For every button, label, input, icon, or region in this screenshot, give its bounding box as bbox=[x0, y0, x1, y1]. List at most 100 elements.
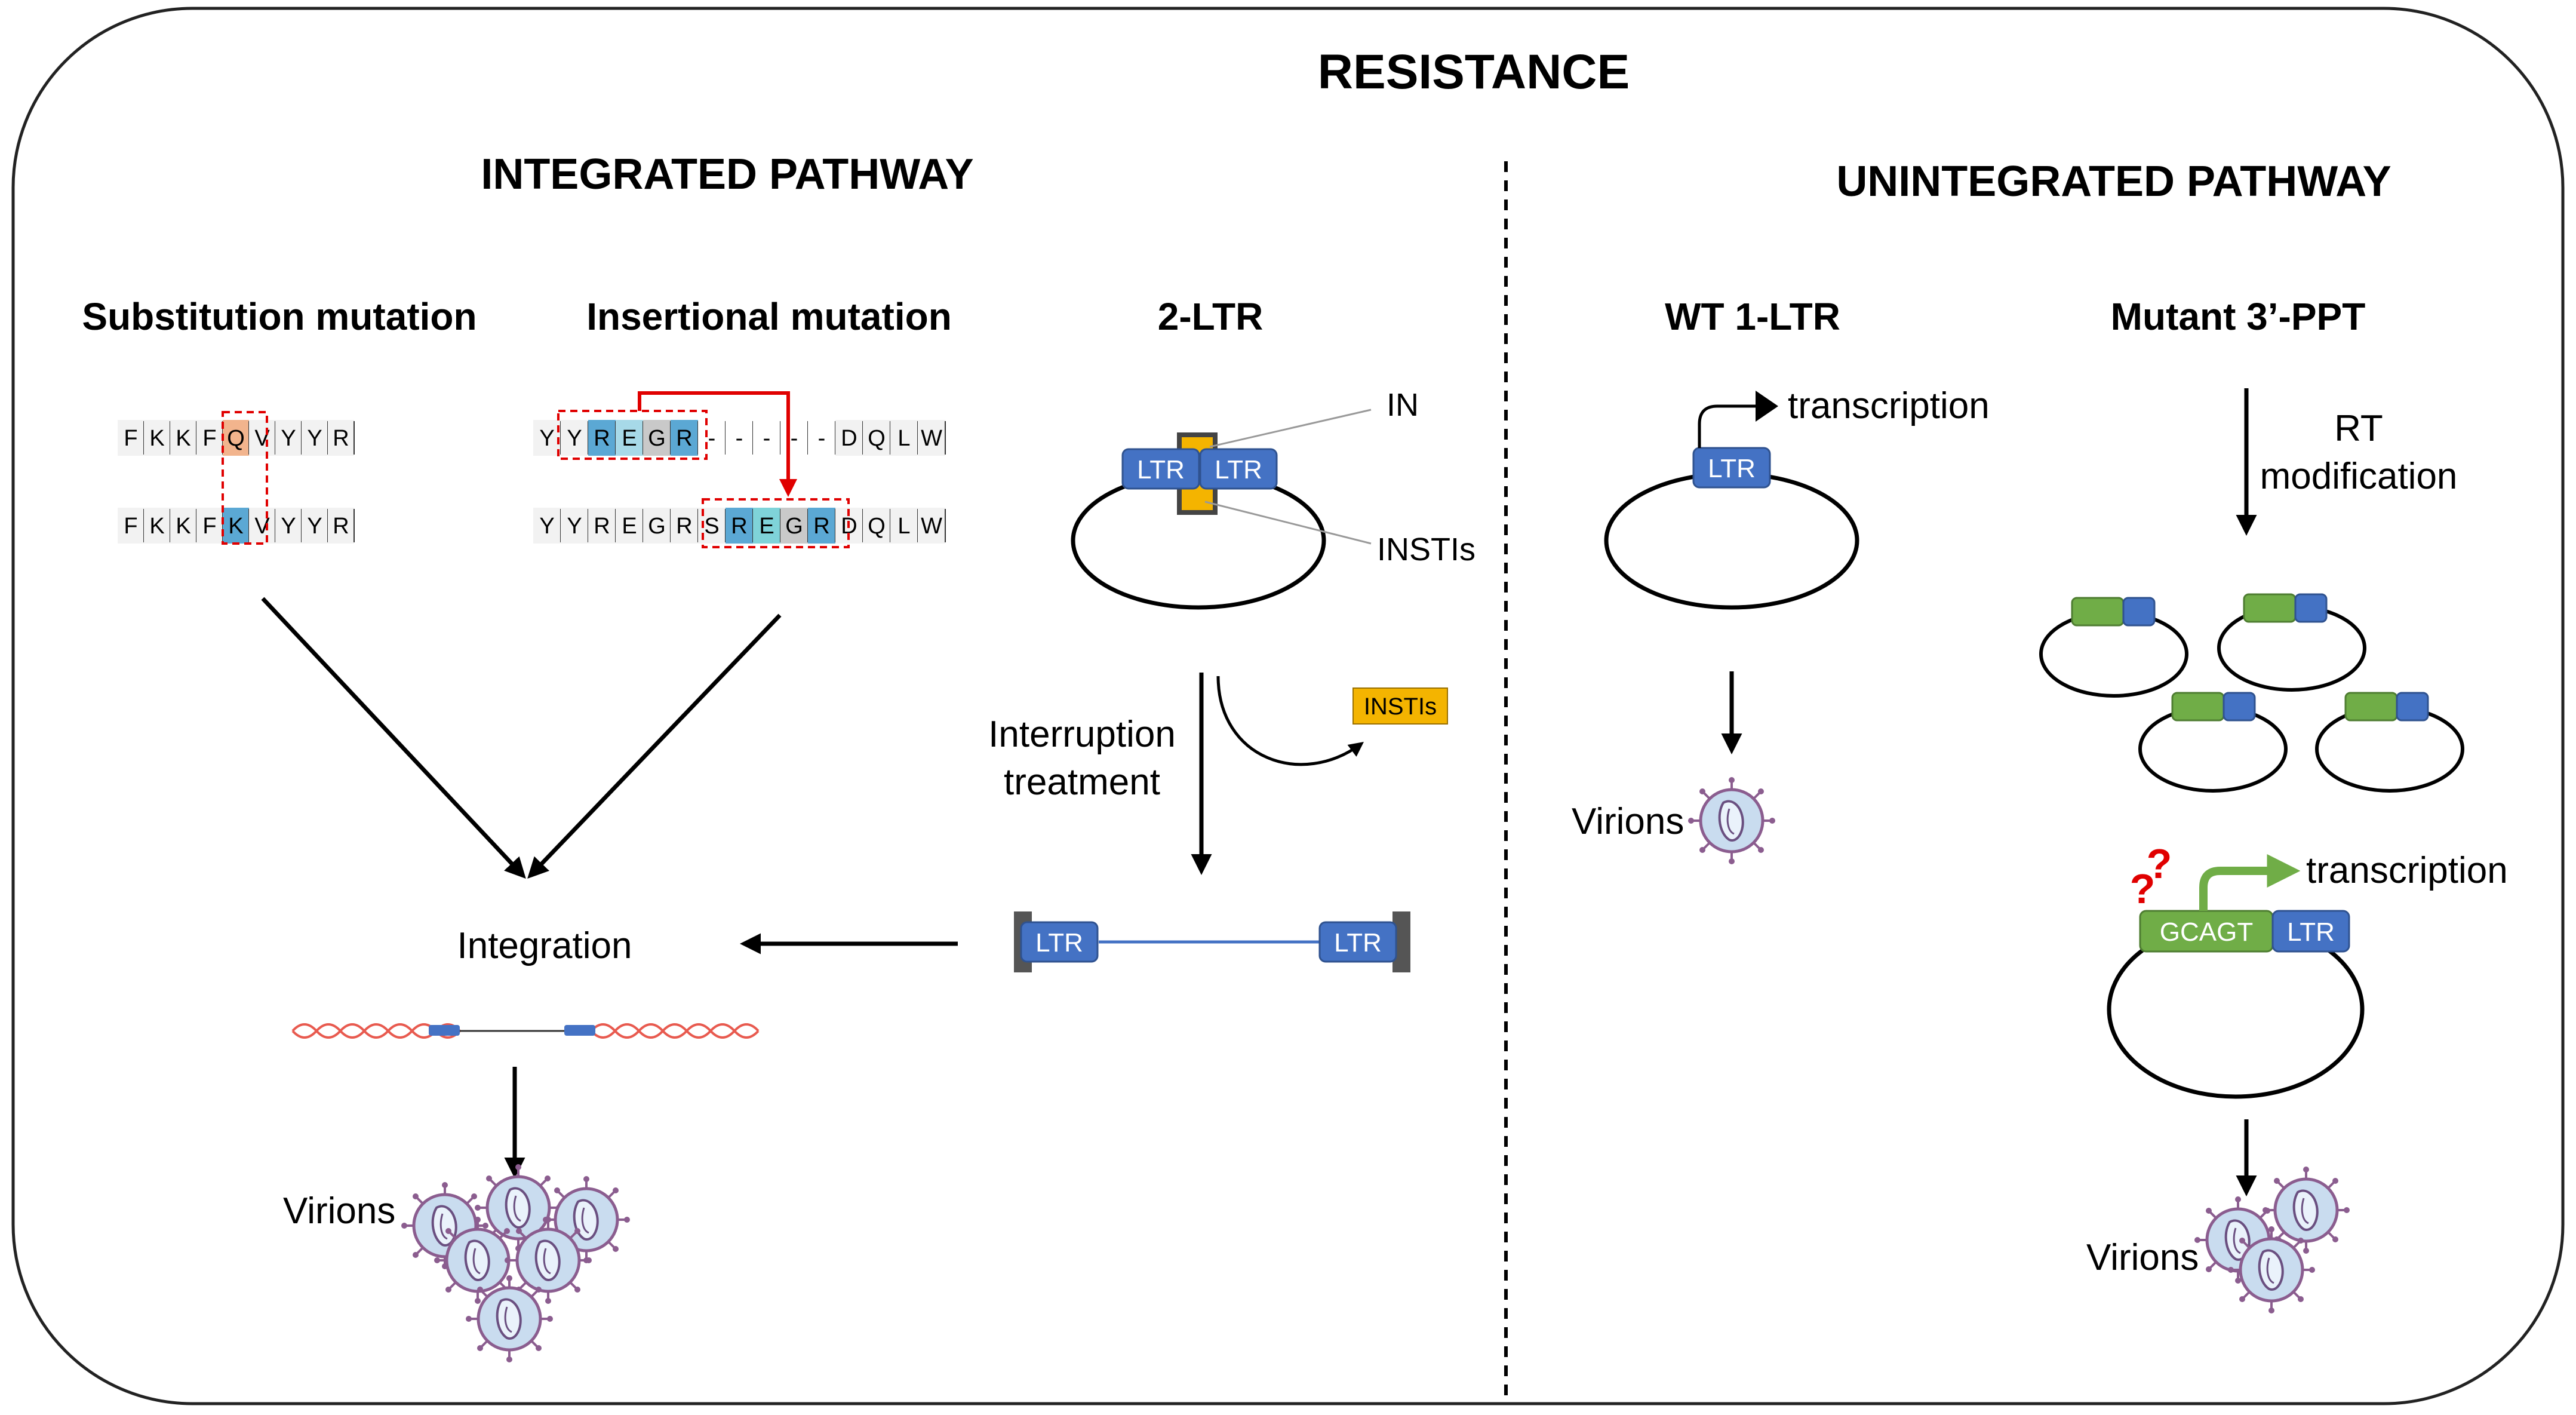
svg-text:LTR: LTR bbox=[1215, 455, 1262, 484]
residue-cell bbox=[533, 508, 561, 544]
instis-box bbox=[1352, 687, 1448, 725]
residue-cell bbox=[302, 508, 328, 544]
question-mark-upper: ? bbox=[2147, 840, 2172, 887]
residue-cell bbox=[118, 420, 144, 456]
residue-cell bbox=[170, 420, 196, 456]
residue-letter: G bbox=[648, 514, 666, 539]
residue-letter: D bbox=[841, 426, 857, 451]
residue-letter: L bbox=[897, 514, 910, 539]
wt-transcription-label: transcription bbox=[1788, 385, 1990, 426]
residue-cell bbox=[118, 508, 144, 544]
interruption-label-1: Interruption bbox=[988, 714, 1176, 755]
residue-cell bbox=[918, 508, 945, 544]
residue-letter: K bbox=[228, 514, 243, 539]
residue-letter: R bbox=[594, 426, 610, 451]
residue-cell bbox=[196, 508, 223, 544]
wt-1ltr-label: WT 1-LTR bbox=[1665, 295, 1840, 338]
two-ltr-circle: LTR LTR bbox=[1071, 409, 1372, 610]
outer-frame bbox=[11, 7, 2565, 1405]
residue-cell bbox=[890, 508, 918, 544]
residue-highlight bbox=[223, 420, 249, 456]
residue-letter: R bbox=[676, 426, 692, 451]
residue-letter: Y bbox=[307, 426, 322, 451]
mutant-virions-label: Virions bbox=[2086, 1237, 2199, 1278]
residue-cell bbox=[671, 508, 698, 544]
insertion-target-box bbox=[702, 498, 850, 548]
svg-text:LTR: LTR bbox=[1137, 455, 1185, 484]
residue-letter: E bbox=[759, 514, 774, 539]
question-mark-lower: ? bbox=[2130, 865, 2156, 912]
residue-cell bbox=[328, 420, 354, 456]
mutant-ppt-circle: GCAGT LTR bbox=[2107, 854, 2365, 1099]
residue-highlight bbox=[671, 420, 698, 456]
residue-cell bbox=[533, 420, 561, 456]
residue-cell bbox=[588, 508, 616, 544]
residue-letter: - bbox=[763, 426, 771, 451]
residue-letter: Q bbox=[868, 426, 886, 451]
residue-letter: Y bbox=[307, 514, 322, 539]
residue-letter: F bbox=[124, 426, 137, 451]
mutant-ppt-label: Mutant 3’-PPT bbox=[2111, 295, 2366, 338]
residue-letter: - bbox=[818, 426, 826, 451]
insertion-source-box bbox=[557, 410, 708, 460]
residue-letter: - bbox=[736, 426, 743, 451]
residue-letter: K bbox=[176, 514, 190, 539]
substitution-to-integration-arrow bbox=[261, 597, 526, 879]
residue-highlight bbox=[588, 420, 616, 456]
residue-letter: W bbox=[921, 514, 942, 539]
residue-letter: K bbox=[149, 426, 164, 451]
residue-letter: Q bbox=[868, 514, 886, 539]
integrated-provirus-dna bbox=[291, 1023, 760, 1039]
residue-letter: F bbox=[124, 514, 137, 539]
wt-virions-label: Virions bbox=[1572, 801, 1684, 842]
residue-letter: Y bbox=[539, 514, 554, 539]
insti-release-arrow bbox=[1216, 676, 1364, 766]
wt-one-ltr-circle: LTR bbox=[1604, 391, 1859, 610]
residue-cell bbox=[249, 420, 275, 456]
residue-cell bbox=[643, 508, 671, 544]
in-label: IN bbox=[1387, 387, 1419, 423]
unintegrated-heading: UNINTEGRATED PATHWAY bbox=[1836, 158, 2391, 205]
residue-letter: Y bbox=[539, 426, 554, 451]
residue-letter: W bbox=[921, 426, 942, 451]
residue-letter: R bbox=[333, 426, 349, 451]
wt-virion bbox=[1688, 777, 1775, 864]
residue-letter: E bbox=[622, 426, 637, 451]
residue-highlight bbox=[753, 420, 780, 456]
insertion-arrow bbox=[638, 391, 797, 497]
insertional-label: Insertional mutation bbox=[586, 295, 952, 338]
residue-cell bbox=[616, 508, 643, 544]
residue-cell bbox=[275, 420, 302, 456]
integrated-heading: INTEGRATED PATHWAY bbox=[481, 151, 973, 198]
residue-letter: Y bbox=[281, 426, 296, 451]
residue-letter: R bbox=[676, 514, 692, 539]
rt-label: RT bbox=[2334, 408, 2383, 449]
residue-highlight bbox=[223, 508, 249, 544]
residue-letter: G bbox=[785, 514, 803, 539]
residue-highlight bbox=[726, 508, 753, 544]
residue-highlight bbox=[726, 420, 753, 456]
residue-cell bbox=[196, 420, 223, 456]
residue-letter: - bbox=[791, 426, 798, 451]
instis-box-label: INSTIs bbox=[1364, 693, 1437, 720]
residue-letter: Y bbox=[567, 426, 582, 451]
residue-letter: R bbox=[731, 514, 747, 539]
two-ltr-label: 2-LTR bbox=[1158, 295, 1264, 338]
residue-highlight bbox=[616, 420, 643, 456]
insertional-to-integration-arrow bbox=[527, 613, 782, 879]
residue-letter: E bbox=[622, 514, 637, 539]
residue-letter: K bbox=[149, 514, 164, 539]
residue-cell bbox=[863, 508, 890, 544]
svg-text:GCAGT: GCAGT bbox=[2160, 917, 2253, 947]
svg-text:LTR: LTR bbox=[1708, 454, 1756, 483]
svg-text:LTR: LTR bbox=[1035, 928, 1083, 957]
residue-cell bbox=[561, 420, 588, 456]
residue-letter: F bbox=[202, 426, 216, 451]
residue-cell bbox=[918, 420, 945, 456]
interruption-label-2: treatment bbox=[1004, 762, 1160, 803]
residue-cell bbox=[302, 420, 328, 456]
residue-letter: R bbox=[813, 514, 829, 539]
